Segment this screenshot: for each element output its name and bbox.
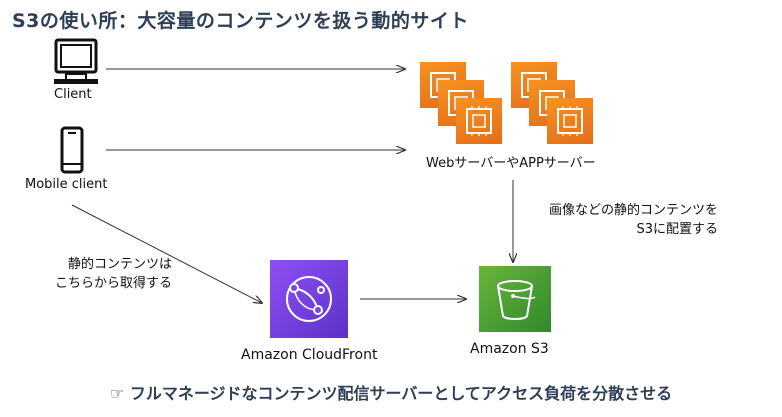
ec2-instance-icon (456, 98, 502, 144)
s3-label: Amazon S3 (470, 341, 549, 357)
ec2-instance-icon (547, 98, 593, 144)
cloudfront-icon (270, 260, 348, 338)
s3-note: 画像などの静的コンテンツを S3に配置する (523, 201, 718, 239)
client-label: Client (54, 87, 92, 102)
cloudfront-label: Amazon CloudFront (241, 347, 378, 363)
arrow-mobile-to-cloudfront (71, 204, 262, 303)
s3-note-line2: S3に配置する (636, 222, 718, 237)
s3-note-line1: 画像などの静的コンテンツを (548, 203, 718, 218)
desktop-computer-icon (54, 38, 98, 84)
footer-summary: ☞ フルマネージドなコンテンツ配信サーバーとしてアクセス負荷を分散させる (109, 384, 673, 403)
static-content-note: 静的コンテンツは こちらから取得する (40, 255, 172, 293)
servers-label: WebサーバーやAPPサーバー (426, 156, 596, 171)
page-title: S3の使い所：大容量のコンテンツを扱う動的サイト (12, 10, 469, 32)
static-note-line2: こちらから取得する (54, 276, 172, 291)
mobile-phone-icon (60, 126, 84, 174)
s3-bucket-icon (479, 266, 551, 332)
static-note-line1: 静的コンテンツは (67, 257, 172, 272)
mobile-client-label: Mobile client (25, 177, 108, 192)
